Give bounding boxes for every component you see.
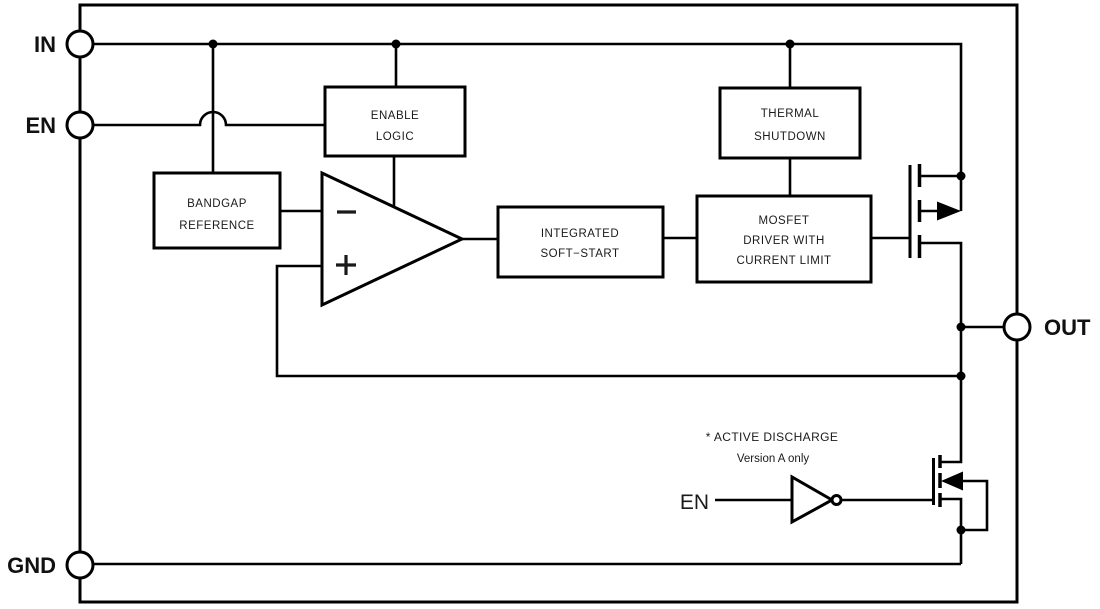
pin-out-circle xyxy=(1002,312,1032,342)
bandgap-reference-label-1: BANDGAP xyxy=(187,198,247,210)
pin-gnd-circle xyxy=(65,550,95,580)
pin-out: OUT xyxy=(1002,312,1091,342)
integrated-soft-start-label-1: INTEGRATED xyxy=(541,228,619,240)
block-mosfet-driver: MOSFET DRIVER WITH CURRENT LIMIT xyxy=(695,194,873,284)
block-enable-logic: ENABLE LOGIC xyxy=(323,85,467,158)
nmos-source-to-gnd xyxy=(941,497,963,564)
junction-dot xyxy=(208,39,218,49)
pin-en-circle xyxy=(65,110,95,140)
bandgap-reference-box xyxy=(152,171,282,250)
pin-en-label: EN xyxy=(25,113,56,138)
ic-outline xyxy=(78,3,1019,604)
block-integrated-soft-start: INTEGRATED SOFT−START xyxy=(496,205,665,279)
pin-in-circle xyxy=(65,29,95,59)
error-amplifier-triangle xyxy=(320,170,466,308)
nmos-body-to-source xyxy=(961,479,989,532)
pin-in-label: IN xyxy=(34,32,56,57)
noninverting-input-icon xyxy=(336,255,356,275)
mosfet-driver-label-3: CURRENT LIMIT xyxy=(736,255,831,267)
inverter-triangle xyxy=(790,474,836,525)
junction-dots xyxy=(208,39,966,535)
junction-dot xyxy=(785,39,795,49)
discharge-inverter: EN xyxy=(680,474,933,525)
enable-logic-label-1: ENABLE xyxy=(371,110,419,122)
discharge-fet-nmos xyxy=(932,455,989,564)
wires xyxy=(92,42,1004,566)
pmos-drain-to-out-rail xyxy=(921,241,963,464)
active-discharge-note-line1: * ACTIVE DISCHARGE xyxy=(706,430,839,444)
active-discharge-note: * ACTIVE DISCHARGE Version A only xyxy=(706,430,839,465)
integrated-soft-start-box xyxy=(496,205,665,279)
thermal-shutdown-label-1: THERMAL xyxy=(761,108,820,120)
pin-en: EN xyxy=(25,110,95,140)
wire-in-rail xyxy=(92,42,963,211)
pin-out-label: OUT xyxy=(1044,315,1091,340)
wire-feedback xyxy=(275,264,961,378)
thermal-shutdown-box xyxy=(718,86,862,160)
wire-en-to-enable-logic xyxy=(93,110,325,127)
mosfet-driver-label-1: MOSFET xyxy=(759,215,810,227)
junction-dot xyxy=(956,171,966,181)
pin-in: IN xyxy=(34,29,95,59)
block-thermal-shutdown: THERMAL SHUTDOWN xyxy=(718,86,862,160)
enable-logic-label-2: LOGIC xyxy=(376,131,414,143)
error-amplifier xyxy=(320,170,466,308)
pin-gnd-label: GND xyxy=(7,553,56,578)
active-discharge-note-line2: Version A only xyxy=(737,453,809,465)
junction-dot xyxy=(391,39,401,49)
pin-gnd: GND xyxy=(7,550,95,580)
mosfet-driver-label-2: DRIVER WITH xyxy=(743,235,825,247)
pass-fet-pmos xyxy=(908,164,963,464)
pmos-body-arrow-icon xyxy=(937,201,961,221)
nmos-body-arrow-icon xyxy=(941,471,963,491)
enable-logic-box xyxy=(323,85,467,158)
discharge-en-label: EN xyxy=(680,491,709,514)
junction-dot xyxy=(956,525,966,535)
mosfet-driver-box xyxy=(695,194,873,284)
thermal-shutdown-label-2: SHUTDOWN xyxy=(754,131,826,143)
block-bandgap-reference: BANDGAP REFERENCE xyxy=(152,171,282,250)
bandgap-reference-label-2: REFERENCE xyxy=(179,220,254,232)
inverter-bubble-icon xyxy=(830,494,843,506)
integrated-soft-start-label-2: SOFT−START xyxy=(540,248,619,260)
junction-dot xyxy=(956,322,966,332)
junction-dot xyxy=(956,371,966,381)
